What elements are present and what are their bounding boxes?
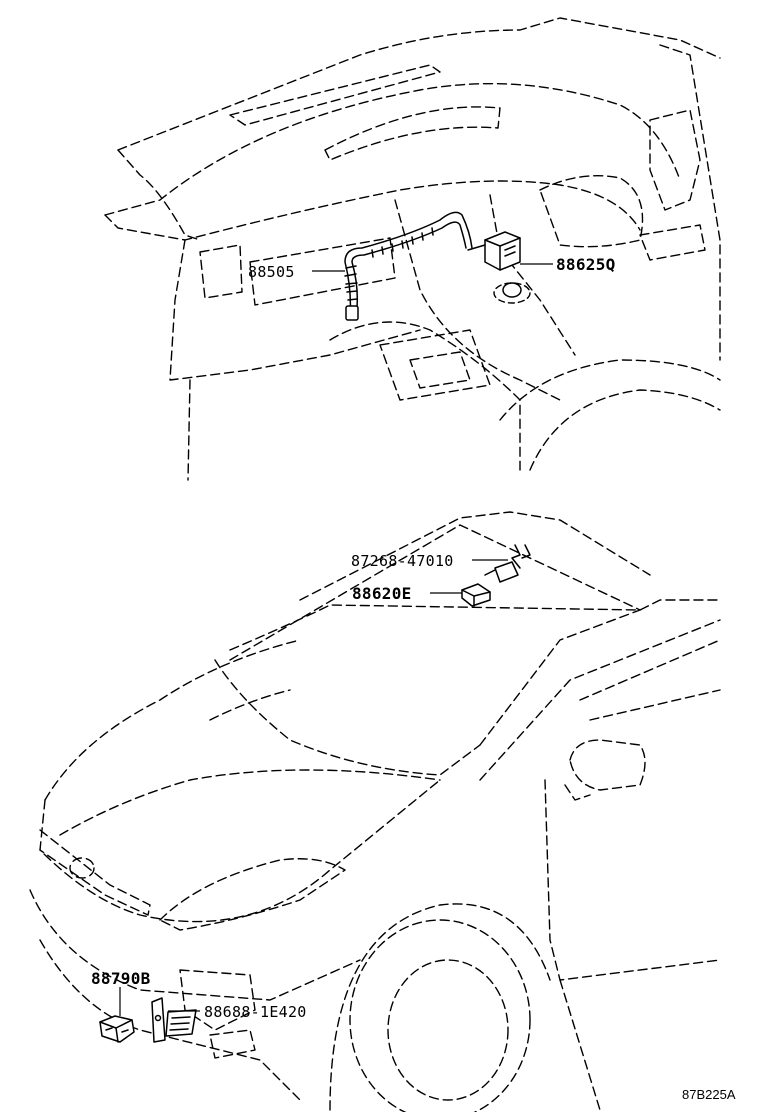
hood-front	[39, 779, 441, 923]
console-tray	[379, 329, 491, 401]
meter-hood	[539, 175, 644, 248]
windshield-frame	[229, 599, 721, 651]
hood-ridge	[209, 689, 291, 721]
bumper-upper	[29, 889, 361, 1001]
console-tray-inner	[409, 351, 471, 389]
right-side-vent	[649, 109, 701, 211]
lower-intake	[209, 1029, 256, 1059]
mirror-base	[564, 784, 591, 801]
ac-amplifier-unit	[467, 231, 521, 271]
windshield-top	[229, 524, 641, 661]
left-side-panel	[169, 239, 421, 381]
a-pillar	[479, 609, 721, 781]
dashboard-upper-shelf	[117, 149, 201, 241]
hood-outline	[44, 639, 301, 801]
steering-wheel	[499, 359, 721, 421]
vehicle-front-view	[29, 511, 721, 1112]
left-vent	[199, 244, 243, 299]
callout-sensor-bracket: 88688-1E420	[204, 1003, 307, 1021]
callout-harness: 88505	[248, 263, 295, 281]
center-stack-right	[489, 194, 576, 356]
dashboard-front-lip	[104, 82, 681, 216]
callout-clip-connector: 87268-47010	[351, 552, 454, 570]
door-window	[579, 639, 721, 721]
rain-sensor	[461, 583, 491, 607]
callout-front-sensor: 88790B	[91, 969, 151, 988]
headlight	[159, 858, 346, 931]
instrument-panel-view	[104, 17, 721, 481]
left-lower-leg	[187, 379, 191, 481]
shift-boot	[493, 282, 531, 304]
rocker-line	[559, 979, 601, 1111]
center-stack-left	[394, 199, 561, 401]
wiring-clip	[484, 544, 531, 583]
windshield-lower	[214, 659, 481, 776]
front-sensor	[99, 1015, 135, 1043]
shift-knob	[502, 282, 522, 298]
wire-harness	[344, 211, 473, 321]
door-edge	[544, 779, 721, 981]
figure-code: 87B225A	[682, 1087, 736, 1102]
callout-rain-sensor: 88620E	[352, 584, 412, 603]
glovebox	[249, 237, 396, 306]
wheel-arch	[329, 903, 551, 1111]
hood-crease	[59, 769, 441, 836]
tire	[349, 919, 531, 1112]
roof-edge	[299, 511, 651, 601]
center-display-slot	[324, 106, 501, 161]
steering-hub	[529, 389, 721, 471]
callout-ac-control: 88625Q	[556, 255, 616, 274]
dashboard-top-edge	[117, 17, 721, 151]
console-lower	[329, 321, 521, 471]
side-mirror	[569, 739, 646, 791]
right-pillar	[659, 44, 721, 361]
grille	[39, 829, 151, 916]
fog-lamp-pocket	[179, 969, 256, 1031]
dashboard-front-lip-lower	[104, 180, 641, 241]
right-lower-panel	[639, 224, 706, 261]
wheel-rim	[387, 959, 509, 1101]
defroster-vent	[229, 64, 441, 126]
emblem	[69, 857, 95, 879]
sensor-bracket	[151, 997, 197, 1043]
bumper-lower	[39, 939, 301, 1101]
